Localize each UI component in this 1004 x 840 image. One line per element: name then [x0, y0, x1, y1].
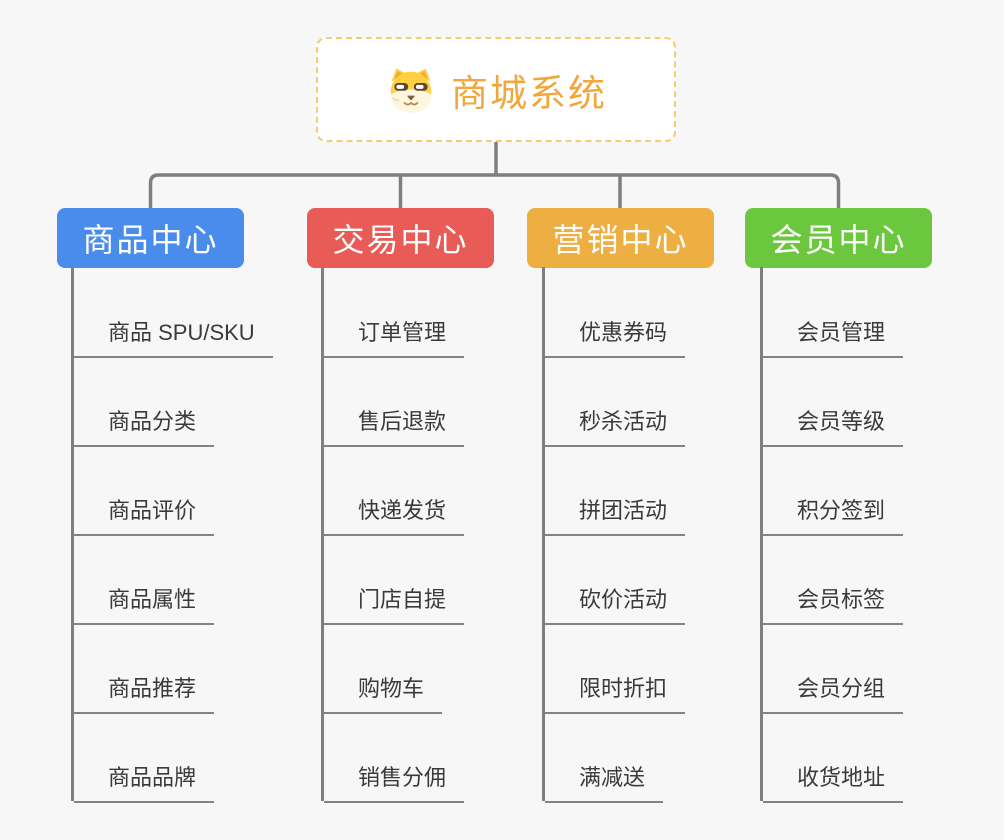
child-topic[interactable]: 商品属性 — [74, 582, 215, 625]
child-topic[interactable]: 优惠券码 — [545, 315, 686, 358]
child-topic-row: 积分签到 — [763, 445, 904, 536]
child-topic[interactable]: 会员标签 — [763, 582, 904, 625]
branch-label: 会员中心 — [770, 222, 907, 258]
child-topic-row: 售后退款 — [324, 356, 465, 447]
root-node[interactable]: 商城系统 — [316, 37, 676, 142]
child-topic[interactable]: 积分签到 — [763, 493, 904, 536]
child-topic-row: 满减送 — [545, 712, 685, 803]
branch-node-products[interactable]: 商品中心 — [57, 208, 244, 268]
child-topic-row: 购物车 — [324, 623, 464, 714]
child-topic-row: 商品 SPU/SKU — [74, 267, 273, 358]
branch-children-members: 会员管理 会员等级 积分签到 会员标签 会员分组 收货地址 — [760, 267, 904, 803]
child-topic-row: 限时折扣 — [545, 623, 686, 714]
root-title: 商城系统 — [451, 72, 607, 114]
branch-label: 营销中心 — [552, 222, 689, 258]
child-topic[interactable]: 商品分类 — [74, 404, 215, 447]
branch-label: 交易中心 — [332, 222, 469, 258]
child-topic-row: 商品属性 — [74, 534, 273, 625]
child-topic-row: 门店自提 — [324, 534, 465, 625]
child-topic-row: 商品分类 — [74, 356, 273, 447]
child-topic[interactable]: 秒杀活动 — [545, 404, 686, 447]
child-topic[interactable]: 会员等级 — [763, 404, 904, 447]
child-topic[interactable]: 售后退款 — [324, 404, 465, 447]
child-topic[interactable]: 销售分佣 — [324, 760, 465, 803]
child-topic[interactable]: 砍价活动 — [545, 582, 686, 625]
child-topic[interactable]: 会员管理 — [763, 315, 904, 358]
child-topic-row: 会员标签 — [763, 534, 904, 625]
branch-label: 商品中心 — [82, 222, 219, 258]
child-topic[interactable]: 订单管理 — [324, 315, 465, 358]
child-topic[interactable]: 购物车 — [324, 671, 443, 714]
branch-children-marketing: 优惠券码 秒杀活动 拼团活动 砍价活动 限时折扣 满减送 — [542, 267, 686, 803]
child-topic[interactable]: 商品 SPU/SKU — [74, 315, 273, 358]
child-topic-row: 秒杀活动 — [545, 356, 686, 447]
child-topic[interactable]: 会员分组 — [763, 671, 904, 714]
child-topic[interactable]: 门店自提 — [324, 582, 465, 625]
branch-children-products: 商品 SPU/SKU 商品分类 商品评价 商品属性 商品推荐 商品品牌 — [71, 267, 273, 803]
dog-face-icon — [390, 68, 432, 113]
child-topic-row: 优惠券码 — [545, 267, 686, 358]
child-topic[interactable]: 商品评价 — [74, 493, 215, 536]
branch-node-members[interactable]: 会员中心 — [745, 208, 932, 268]
child-topic-row: 拼团活动 — [545, 445, 686, 536]
child-topic[interactable]: 满减送 — [545, 760, 664, 803]
branch-node-marketing[interactable]: 营销中心 — [527, 208, 714, 268]
child-topic-row: 会员分组 — [763, 623, 904, 714]
child-topic[interactable]: 快递发货 — [324, 493, 465, 536]
child-topic[interactable]: 商品品牌 — [74, 760, 215, 803]
child-topic-row: 会员等级 — [763, 356, 904, 447]
child-topic[interactable]: 收货地址 — [763, 760, 904, 803]
child-topic-row: 销售分佣 — [324, 712, 465, 803]
child-topic-row: 会员管理 — [763, 267, 904, 358]
branch-children-trade: 订单管理 售后退款 快递发货 门店自提 购物车 销售分佣 — [321, 267, 465, 803]
child-topic-row: 商品评价 — [74, 445, 273, 536]
child-topic-row: 快递发货 — [324, 445, 465, 536]
child-topic[interactable]: 限时折扣 — [545, 671, 686, 714]
child-topic-row: 订单管理 — [324, 267, 465, 358]
child-topic-row: 商品推荐 — [74, 623, 273, 714]
branch-node-trade[interactable]: 交易中心 — [307, 208, 494, 268]
child-topic-row: 收货地址 — [763, 712, 904, 803]
child-topic[interactable]: 拼团活动 — [545, 493, 686, 536]
child-topic[interactable]: 商品推荐 — [74, 671, 215, 714]
child-topic-row: 砍价活动 — [545, 534, 686, 625]
child-topic-row: 商品品牌 — [74, 712, 273, 803]
